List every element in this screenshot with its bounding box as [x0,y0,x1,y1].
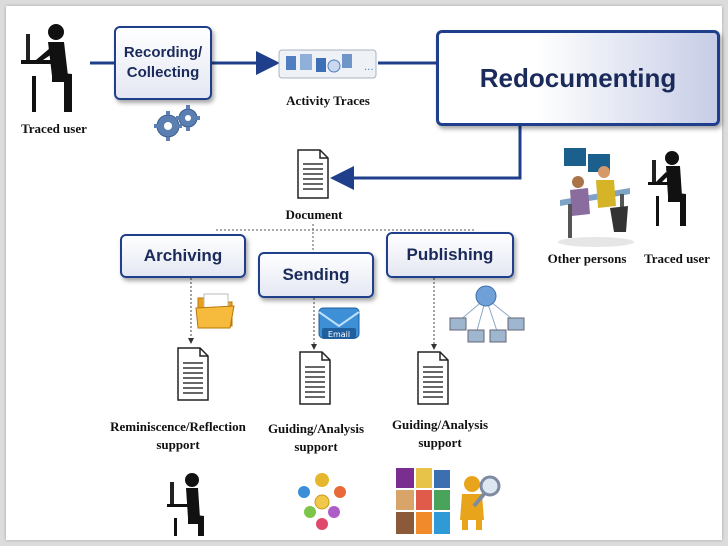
redocumenting-box[interactable]: Redocumenting [436,30,720,126]
document-icon [297,149,329,199]
guiding1-line2: support [294,439,338,454]
other-persons-icon [558,148,634,247]
search-person-icon [460,475,501,530]
document-caption: Document [285,207,343,222]
recording-line2: Collecting [126,64,200,81]
redocumenting-label: Redocumenting [479,62,677,93]
sending-box[interactable]: Sending [258,252,374,298]
activity-traces-caption: Activity Traces [286,93,370,108]
reminiscence-line2: support [156,437,200,452]
sending-label: Sending [282,265,350,284]
publishing-box[interactable]: Publishing [386,232,514,278]
arrow-redocumenting-to-document [330,126,522,190]
traced-user-caption: Traced user [21,121,87,136]
guiding2-caption: Guiding/Analysis support [382,416,498,452]
network-icon [449,285,525,343]
diagram-canvas: Traced user Recording/ Collecting ... Ac… [6,6,722,540]
recording-collecting-box[interactable]: Recording/ Collecting [114,26,212,100]
guiding1-caption: Guiding/Analysis support [258,420,374,456]
guiding2-line2: support [418,435,462,450]
document-guiding2-icon [417,351,449,405]
traced-user-right-icon [648,151,686,226]
gears-icon [154,105,200,141]
email-icon: Email [318,307,360,339]
email-label: Email [328,330,350,339]
reminiscence-caption: Reminiscence/Reflection support [98,418,258,454]
traces-dots: ... [364,62,374,73]
guiding2-line1: Guiding/Analysis [391,417,489,432]
document-reminiscence-icon [177,347,209,401]
social-media-icon [396,468,450,534]
publishing-label: Publishing [406,245,494,264]
user-at-desk-icon [167,473,204,536]
recording-line1: Recording/ [123,44,203,61]
connectors [90,51,522,350]
archiving-box[interactable]: Archiving [120,234,246,278]
people-group-icon [298,473,346,530]
activity-traces-icon: ... [278,49,377,79]
document-guiding1-icon [299,351,331,405]
traced-user-right-caption: Traced user [644,251,710,266]
traced-user-icon [21,24,72,112]
reminiscence-line1: Reminiscence/Reflection [110,419,246,434]
guiding1-line1: Guiding/Analysis [267,421,365,436]
folder-icon [195,293,235,329]
archiving-label: Archiving [143,246,223,265]
other-persons-caption: Other persons [547,251,627,266]
